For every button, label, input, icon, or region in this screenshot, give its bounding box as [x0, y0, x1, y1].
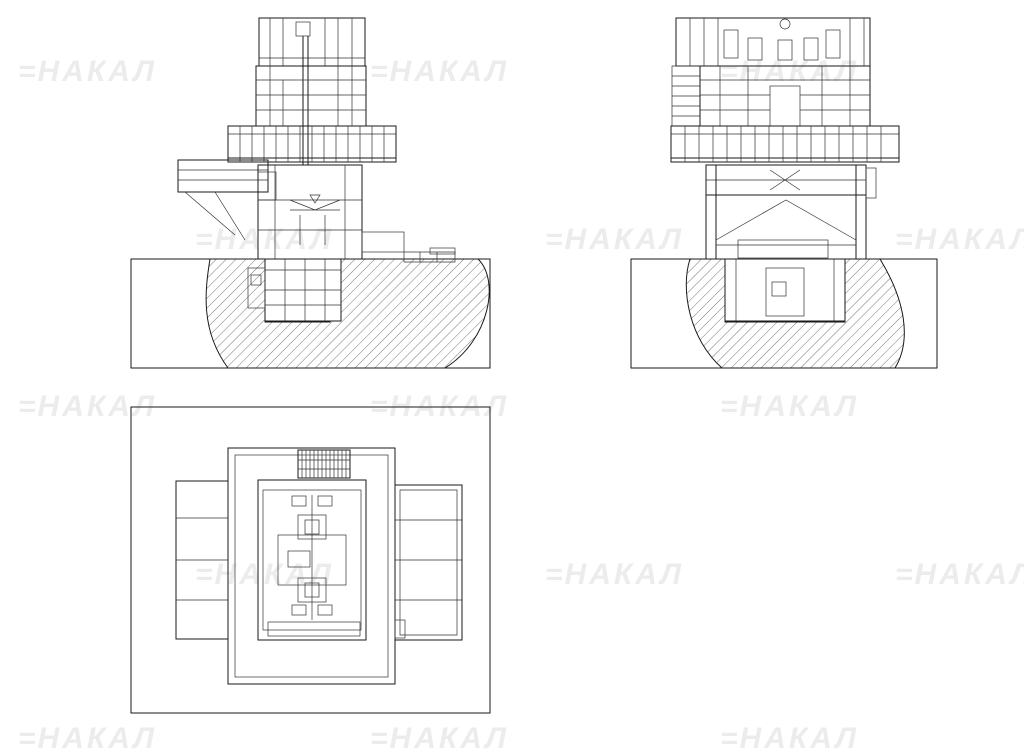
platform-railing — [228, 126, 396, 162]
plan-left-divisions — [176, 517, 228, 601]
plan-clamp — [291, 495, 307, 507]
triangle-mark — [309, 194, 321, 204]
side-elevation-view — [130, 17, 491, 369]
plan-clamp — [317, 604, 333, 616]
right-trolley-top — [429, 247, 456, 255]
soil-section — [205, 258, 490, 369]
motor-unit — [777, 39, 793, 61]
side-box — [865, 167, 877, 199]
pit-mechanism — [765, 267, 805, 317]
tower-middle-front — [699, 65, 871, 127]
motor-unit — [747, 37, 763, 61]
pit-equipment-box — [250, 274, 262, 286]
motor-unit — [825, 29, 841, 59]
plan-vent-grille — [297, 449, 351, 479]
upper-platform-front — [670, 125, 900, 163]
tower-middle-front-grid — [700, 66, 870, 126]
plan-outer-inset — [234, 454, 389, 678]
platform-railing-front — [671, 126, 899, 162]
right-rails — [361, 231, 405, 253]
bracing — [715, 199, 857, 246]
loading-table — [177, 159, 269, 193]
plan-outer-platform — [227, 447, 396, 685]
soil-section-front — [685, 258, 905, 369]
hoist-motor — [295, 21, 311, 37]
tower-top-front — [675, 17, 871, 67]
furnace-door — [289, 199, 341, 245]
crossbeam-detail — [706, 169, 866, 191]
control-box — [257, 171, 277, 201]
tower-top-front-rails — [689, 18, 865, 66]
lifting-eye — [779, 18, 791, 30]
loading-table-struts — [178, 169, 268, 241]
plan-side-block — [394, 619, 406, 639]
base-frame — [737, 239, 829, 259]
motor-unit — [803, 37, 819, 61]
motor-unit — [723, 29, 739, 59]
plan-clamp — [291, 604, 307, 616]
plan-chamber — [257, 479, 367, 641]
front-elevation-view — [630, 17, 938, 369]
furnace-body — [257, 164, 363, 260]
tower-top-rails — [259, 18, 365, 66]
plan-frame — [130, 406, 491, 714]
center-door — [769, 85, 801, 127]
plan-bottom-rail — [267, 621, 361, 637]
tower-middle-grid — [256, 66, 366, 126]
plan-clamp — [317, 495, 333, 507]
plan-view — [130, 406, 491, 714]
pit-equipment — [247, 267, 266, 309]
plan-vent-slats — [298, 450, 350, 478]
plan-right-divisions — [395, 489, 462, 636]
pit-front — [724, 258, 846, 322]
tower-top — [258, 17, 366, 67]
plan-right-extension — [394, 484, 463, 641]
furnace-frame — [258, 165, 362, 259]
stairs — [671, 65, 701, 127]
tower-middle — [255, 65, 367, 127]
pit-mechanism-box — [771, 281, 787, 297]
plan-chamber-inner — [262, 489, 362, 631]
pit-grid — [265, 259, 341, 321]
plan-fixture-center — [287, 550, 311, 568]
